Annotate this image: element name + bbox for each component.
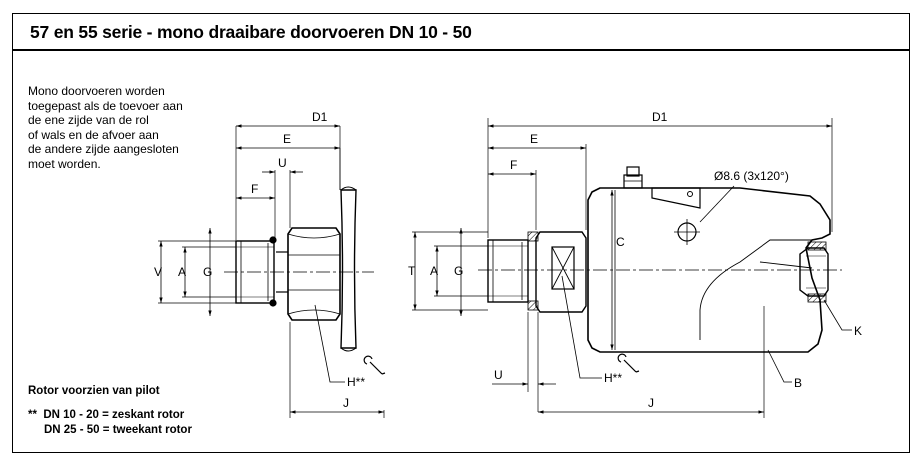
dim-label-v: V: [154, 265, 162, 279]
description-text: Mono doorvoeren worden toegepast als de …: [28, 84, 183, 172]
flange-plate: [340, 189, 357, 349]
description-line: of wals en de afvoer aan: [28, 127, 159, 142]
left-view: [158, 124, 386, 418]
dim-label-t: T: [408, 264, 416, 278]
dim-label-c: C: [616, 235, 625, 249]
right-view: [412, 118, 852, 418]
title-divider: [13, 49, 909, 51]
dim-label-d1: D1: [312, 110, 328, 124]
dim-label-f: F: [251, 182, 258, 196]
dim-label-h: H**: [347, 375, 365, 389]
dim-label-a: A: [178, 265, 186, 279]
grease-nipple: [623, 166, 643, 189]
page-title: 57 en 55 serie - mono draaibare doorvoer…: [30, 22, 472, 42]
footnote-two-flat-rotor: DN 25 - 50 = tweekant rotor: [28, 424, 192, 436]
description-line: moet worden.: [28, 156, 101, 171]
seal-ring: [269, 299, 277, 307]
hex-body: [276, 227, 341, 321]
footnote-hex-rotor: ** DN 10 - 20 = zeskant rotor: [28, 409, 185, 421]
dim-label-g: G: [454, 264, 463, 278]
seal: [527, 300, 539, 311]
dim-label-g: G: [203, 265, 212, 279]
dim-label-k: K: [854, 324, 862, 338]
dim-label-e: E: [530, 132, 538, 146]
hole-leader: [699, 185, 735, 223]
right-view-labels: D1 E F T A G C Ø8.6 (3x120°) U H** J B K: [408, 110, 862, 410]
dim-label-b: B: [794, 376, 802, 390]
threaded-stub: [487, 239, 529, 303]
dim-label-h: H**: [604, 371, 622, 385]
wrench-icon: [617, 353, 640, 373]
threaded-stub: [235, 240, 275, 304]
rotor-hex: [535, 231, 587, 313]
outlet-fitting: [799, 241, 829, 303]
dim-label-u: U: [494, 368, 503, 382]
bolt-hole: [674, 219, 700, 245]
dim-label-d1: D1: [652, 110, 668, 124]
top-plate: [651, 187, 701, 209]
description-line: de andere zijde aangesloten: [28, 142, 179, 157]
dim-label-hole: Ø8.6 (3x120°): [714, 169, 789, 183]
left-view-labels: D1 E U F V A G H** J: [154, 110, 365, 410]
wrench-icon: [363, 355, 386, 375]
description-line: Mono doorvoeren worden: [28, 84, 165, 98]
seal-ring: [269, 236, 277, 244]
description-line: de ene zijde van de rol: [28, 113, 149, 128]
dim-label-f: F: [510, 158, 517, 172]
dim-label-j: J: [343, 396, 349, 410]
dim-label-j: J: [648, 396, 654, 410]
rotor-note: Rotor voorzien van pilot: [28, 385, 160, 397]
housing-body: [587, 187, 831, 353]
dim-label-u: U: [278, 156, 287, 170]
description-line: toegepast als de toevoer aan: [28, 98, 183, 113]
seal: [527, 231, 539, 242]
dim-label-e: E: [283, 132, 291, 146]
drawing-frame: [12, 13, 910, 453]
dim-label-a: A: [430, 264, 438, 278]
